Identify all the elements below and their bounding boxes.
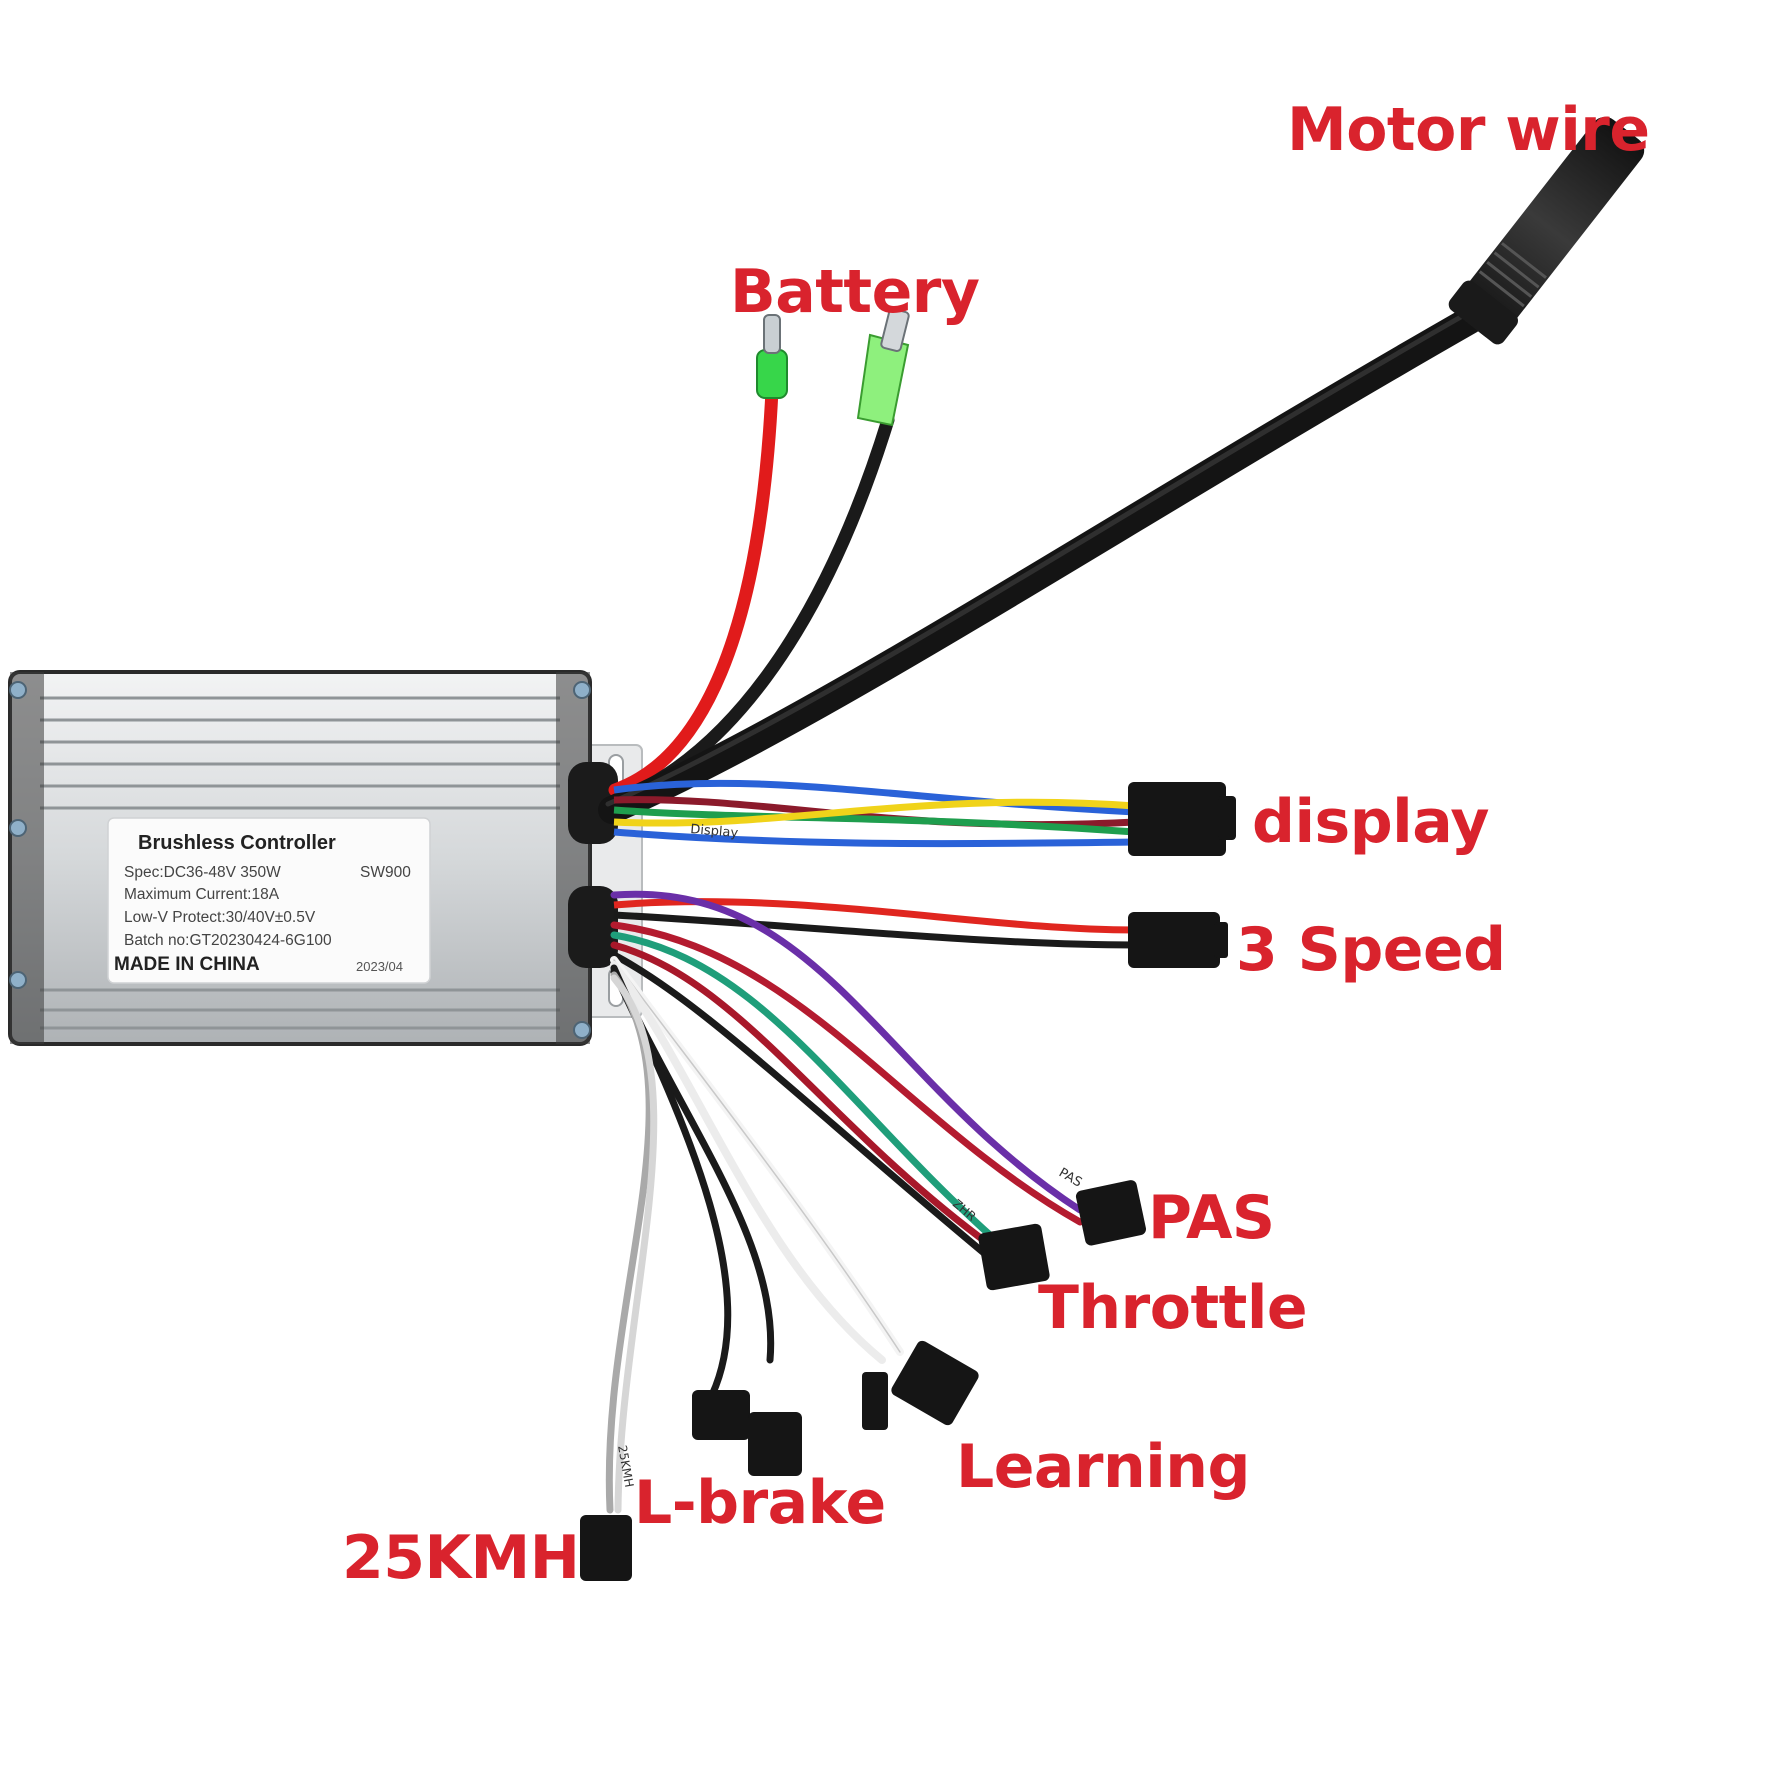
kmh25-connector (580, 1515, 632, 1581)
cooling-fins (40, 696, 560, 1030)
display-connector (1128, 782, 1226, 856)
display-harness (613, 779, 1236, 856)
callout-battery: Battery (730, 257, 980, 327)
label-date: 2023/04 (356, 959, 403, 974)
motor-connector (1448, 116, 1645, 345)
label-model: SW900 (360, 864, 411, 881)
label-current: Maximum Current:18A (124, 886, 280, 903)
display-wire-tag: Display (690, 822, 739, 841)
pas-wire-tag: PAS (1056, 1165, 1084, 1190)
callout-25kmh: 25KMH (342, 1523, 580, 1593)
battery-positive-wire (608, 383, 779, 797)
callout-throttle: Throttle (1038, 1273, 1308, 1343)
battery-positive-terminal-sleeve (756, 349, 788, 399)
callout-l-brake: L-brake (634, 1468, 886, 1538)
label-title: Brushless Controller (138, 832, 336, 854)
l-brake-connectors (692, 1390, 802, 1476)
spec-label-sticker (107, 817, 431, 984)
learning-connectors (862, 1340, 979, 1430)
battery-negative-spade (880, 308, 910, 352)
callout-learning: Learning (956, 1432, 1250, 1502)
spec-label: Brushless Controller Spec:DC36-48V 350W … (110, 820, 428, 980)
label-batch: Batch no:GT20230424-6G100 (124, 932, 332, 949)
lower-harness (605, 890, 1084, 1514)
label-made-in: MADE IN CHINA (114, 954, 260, 975)
callout-three-speed: 3 Speed (1236, 915, 1506, 985)
callout-pas: PAS (1148, 1183, 1275, 1253)
cable-grommets (568, 762, 618, 968)
controller-housing (8, 670, 592, 1046)
callout-motor-wire: Motor wire (1287, 95, 1650, 165)
label-low-v: Low-V Protect:30/40V±0.5V (124, 909, 316, 926)
battery-positive-pin (763, 314, 781, 354)
pas-connector (1075, 1180, 1147, 1246)
throttle-connector (978, 1223, 1050, 1291)
callout-display: display (1252, 787, 1490, 857)
three-speed-harness (613, 898, 1228, 968)
label-spec: Spec:DC36-48V 350W (124, 864, 281, 881)
motor-cable (598, 116, 1645, 824)
three-speed-connector (1128, 912, 1220, 968)
